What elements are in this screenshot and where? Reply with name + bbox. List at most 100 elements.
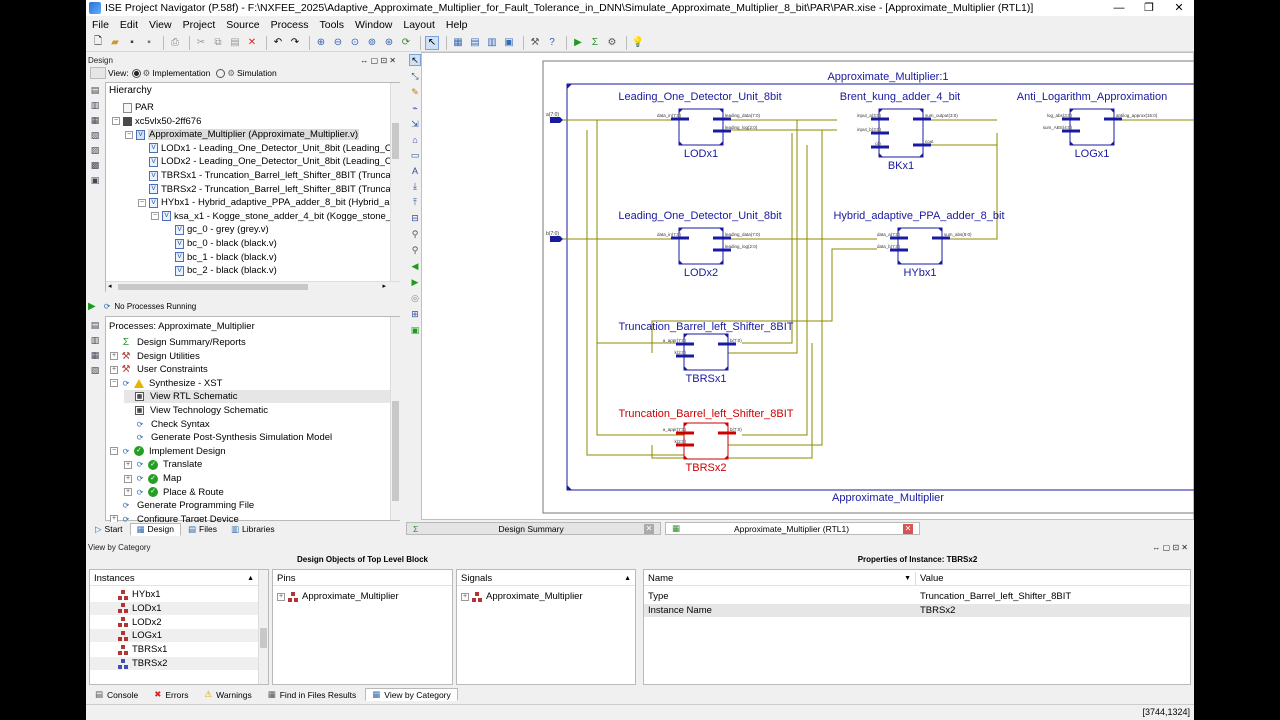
process-item[interactable]: +⟳✓Translate xyxy=(124,458,202,471)
close-tab-icon[interactable]: ✕ xyxy=(902,523,913,534)
delete-icon[interactable]: ✕ xyxy=(247,37,257,48)
hierarchy-scrollbar[interactable] xyxy=(390,83,400,281)
bottom-panel-controls-icon[interactable]: ↔ ▢ ⊡ ✕ xyxy=(1152,542,1188,552)
menu-layout[interactable]: Layout xyxy=(403,18,435,31)
pins-column-header[interactable]: Pins xyxy=(273,572,452,586)
expand-icon[interactable]: + xyxy=(461,592,469,601)
process-tool-1-icon[interactable]: ▤ xyxy=(90,320,100,330)
scroll-right-icon[interactable]: ▸ xyxy=(382,283,386,290)
signal-wire[interactable] xyxy=(742,145,808,436)
signal-wire[interactable] xyxy=(710,120,798,354)
add-wire-icon[interactable]: ⤡ xyxy=(411,71,419,81)
top-module-box[interactable] xyxy=(566,83,1194,491)
pins-tree-item[interactable]: + Approximate_Multiplier xyxy=(277,590,399,603)
hscroll-thumb[interactable] xyxy=(118,284,308,290)
implementation-radio[interactable] xyxy=(131,68,141,78)
collapse-icon[interactable]: − xyxy=(138,198,146,207)
copy-icon[interactable]: ⧉ xyxy=(214,37,222,48)
instances-column-header[interactable]: Instances ▲ xyxy=(90,572,258,586)
block-hybx1[interactable] xyxy=(897,227,943,265)
expand-icon[interactable]: ⊞ xyxy=(411,309,419,319)
signal-wire[interactable] xyxy=(917,133,998,240)
signals-tree-item[interactable]: + Approximate_Multiplier xyxy=(461,590,583,603)
close-button[interactable]: ✕ xyxy=(1174,2,1184,14)
process-tool-2-icon[interactable]: ▥ xyxy=(90,335,100,345)
menu-project[interactable]: Project xyxy=(182,18,216,31)
zoom-area-icon[interactable]: ⊚ xyxy=(367,37,377,48)
signal-wire[interactable] xyxy=(742,133,793,344)
help-icon[interactable]: ? xyxy=(549,37,555,48)
collapse-icon[interactable]: − xyxy=(112,117,120,126)
stop-icon[interactable]: ◎ xyxy=(411,293,419,303)
properties-icon[interactable]: ⚒ xyxy=(530,37,540,48)
tab-files[interactable]: ▤Files xyxy=(181,523,224,536)
zoom-in-icon[interactable]: ⊕ xyxy=(316,37,326,48)
console-tab[interactable]: ▦View by Category xyxy=(365,688,458,701)
menu-window[interactable]: Window xyxy=(355,18,393,31)
expand-icon[interactable]: + xyxy=(110,352,118,361)
rename-icon[interactable]: ▭ xyxy=(410,150,420,160)
add-io-marker-icon[interactable]: ⇲ xyxy=(411,119,419,129)
process-item[interactable]: −⟳✓Implement Design xyxy=(110,445,226,458)
process-item[interactable]: ▦View Technology Schematic xyxy=(124,404,268,417)
run-process-icon[interactable]: ▶ xyxy=(88,300,96,312)
instance-row[interactable]: LOGx1 xyxy=(90,629,258,643)
props-name-column-header[interactable]: Name ▼ xyxy=(644,572,916,586)
sort-ascending-icon[interactable]: ▲ xyxy=(624,575,631,582)
select-tool-icon[interactable]: ↖ xyxy=(425,35,439,50)
simulation-radio[interactable] xyxy=(216,68,226,78)
console-tab[interactable]: ▦Find in Files Results xyxy=(261,688,364,701)
expand-icon[interactable]: + xyxy=(124,474,132,483)
properties-side-icon[interactable]: ▧ xyxy=(90,130,100,140)
hierarchy-item[interactable]: −xc5vlx50-2ff676 xyxy=(112,115,201,128)
add-bus-icon[interactable]: ⌁ xyxy=(412,103,418,113)
zoom-fit-icon[interactable]: ⊙ xyxy=(350,37,360,48)
lightbulb-icon[interactable]: 💡 xyxy=(631,37,645,48)
console-tab[interactable]: ✖Errors xyxy=(147,688,195,701)
signal-wire[interactable] xyxy=(710,130,823,446)
add-text-icon[interactable]: A xyxy=(411,166,418,176)
signal-wire[interactable] xyxy=(651,343,813,459)
mark-net-icon[interactable]: ⊟ xyxy=(411,213,419,223)
print-icon[interactable]: ⎙ xyxy=(171,37,179,48)
summary-icon[interactable]: Σ xyxy=(591,37,599,48)
process-item[interactable]: +⟳✓Place & Route xyxy=(124,486,224,499)
process-item[interactable]: +⟳Configure Target Device xyxy=(110,513,239,522)
instance-row[interactable]: HYbx1 xyxy=(90,588,258,601)
panel-window-controls-icon[interactable]: ↔ ▢ ⊡ ✕ xyxy=(360,55,396,65)
add-net-icon[interactable]: ✎ xyxy=(411,87,419,97)
props-value-column-header[interactable]: Value xyxy=(916,572,1190,586)
console-tab[interactable]: ▤Console xyxy=(88,688,145,701)
expand-icon[interactable]: − xyxy=(110,447,118,456)
pin-icon[interactable]: ⚲ xyxy=(411,229,419,239)
cut-icon[interactable]: ✂ xyxy=(196,37,206,48)
add-symbol-icon[interactable]: ⌂ xyxy=(412,135,418,145)
add-source-icon[interactable]: ▤ xyxy=(90,85,100,95)
process-tool-3-icon[interactable]: ▦ xyxy=(90,350,100,360)
instance-row[interactable]: LODx2 xyxy=(90,616,258,629)
maximize-button[interactable]: ❐ xyxy=(1144,2,1154,14)
menu-edit[interactable]: Edit xyxy=(119,18,139,31)
instance-row[interactable]: LODx1 xyxy=(90,601,258,615)
process-item[interactable]: ▦View RTL Schematic xyxy=(124,390,390,404)
tab-libraries[interactable]: ▥Libraries xyxy=(224,523,282,536)
column-dropdown-icon[interactable]: ▼ xyxy=(904,575,911,582)
expand-icon[interactable]: + xyxy=(124,460,132,469)
signal-wire[interactable] xyxy=(651,248,877,353)
expand-icon[interactable]: + xyxy=(110,515,118,522)
add-copy-icon[interactable]: ▥ xyxy=(90,100,100,110)
signal-wire[interactable] xyxy=(586,130,684,456)
block-tbrsx1[interactable] xyxy=(683,333,729,371)
select-arrow-icon[interactable]: ↖ xyxy=(409,54,421,66)
expand-icon[interactable]: + xyxy=(110,365,118,374)
process-item[interactable]: ⟳Check Syntax xyxy=(124,418,210,431)
block-lodx1[interactable] xyxy=(678,108,724,146)
process-item[interactable]: +⚒User Constraints xyxy=(110,363,208,376)
scroll-left-icon[interactable]: ◂ xyxy=(108,283,112,290)
